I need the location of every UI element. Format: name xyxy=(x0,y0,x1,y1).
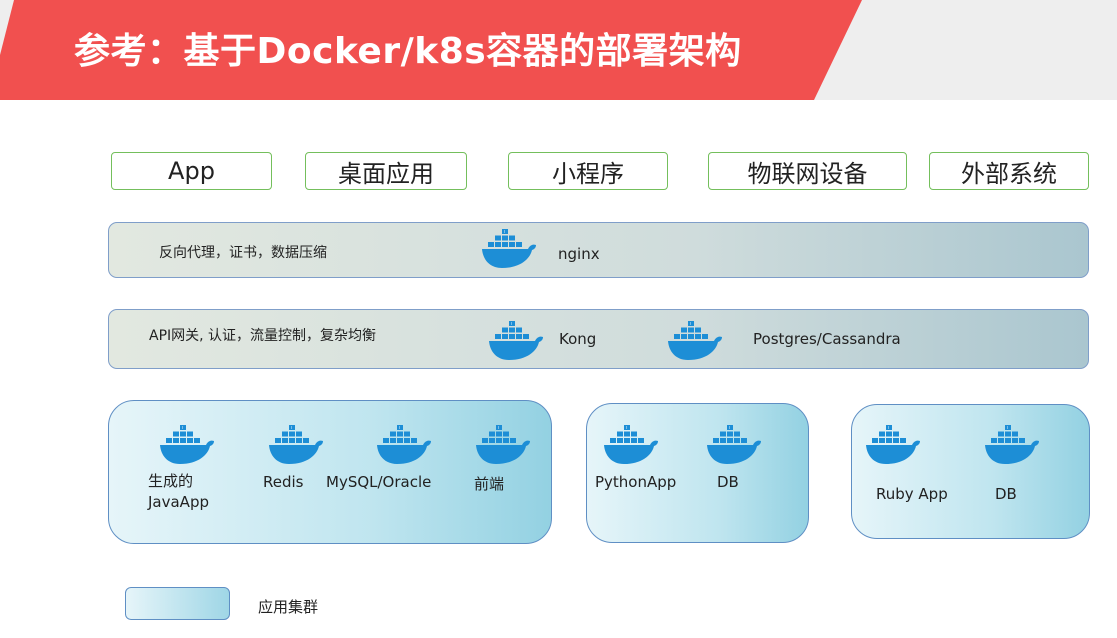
proxy-description: 反向代理，证书，数据压缩 xyxy=(159,245,327,261)
python-cluster xyxy=(586,403,809,543)
title-banner xyxy=(0,0,862,100)
client-app: App xyxy=(111,152,272,190)
javaapp-label: 生成的 JavaApp xyxy=(148,472,209,511)
nginx-label: nginx xyxy=(558,245,600,263)
python-db-label: DB xyxy=(717,473,739,491)
docker-whale-icon xyxy=(480,228,540,270)
docker-whale-icon xyxy=(267,424,327,466)
docker-whale-icon xyxy=(983,424,1043,466)
redis-label: Redis xyxy=(263,473,304,491)
pythonapp-label: PythonApp xyxy=(595,473,677,491)
client-miniprogram: 小程序 xyxy=(508,152,668,190)
mysql-label: MySQL/Oracle xyxy=(326,473,432,491)
legend-swatch xyxy=(125,587,230,620)
proxy-layer xyxy=(108,222,1089,278)
java-cluster xyxy=(108,400,552,544)
gateway-layer xyxy=(108,309,1089,369)
client-label: 桌面应用 xyxy=(338,159,434,188)
client-external: 外部系统 xyxy=(929,152,1089,190)
client-label: App xyxy=(168,157,215,185)
docker-whale-icon xyxy=(474,424,534,466)
docker-whale-icon xyxy=(864,424,924,466)
ruby-db-label: DB xyxy=(995,485,1017,503)
legend-label: 应用集群 xyxy=(258,598,319,616)
client-desktop: 桌面应用 xyxy=(305,152,467,190)
client-label: 外部系统 xyxy=(961,159,1057,188)
docker-whale-icon xyxy=(375,424,435,466)
postgres-label: Postgres/Cassandra xyxy=(753,330,901,348)
docker-whale-icon xyxy=(705,424,765,466)
client-label: 小程序 xyxy=(552,159,624,188)
docker-whale-icon xyxy=(487,320,547,362)
docker-whale-icon xyxy=(666,320,726,362)
gateway-description: API网关, 认证，流量控制，复杂均衡 xyxy=(149,328,377,344)
docker-whale-icon xyxy=(158,424,218,466)
client-label: 物联网设备 xyxy=(747,159,868,188)
frontend-label: 前端 xyxy=(474,475,505,493)
rubyapp-label: Ruby App xyxy=(876,485,948,503)
kong-label: Kong xyxy=(559,330,597,348)
client-iot: 物联网设备 xyxy=(708,152,907,190)
page-title: 参考：基于Docker/k8s容器的部署架构 xyxy=(74,31,742,72)
docker-whale-icon xyxy=(602,424,662,466)
